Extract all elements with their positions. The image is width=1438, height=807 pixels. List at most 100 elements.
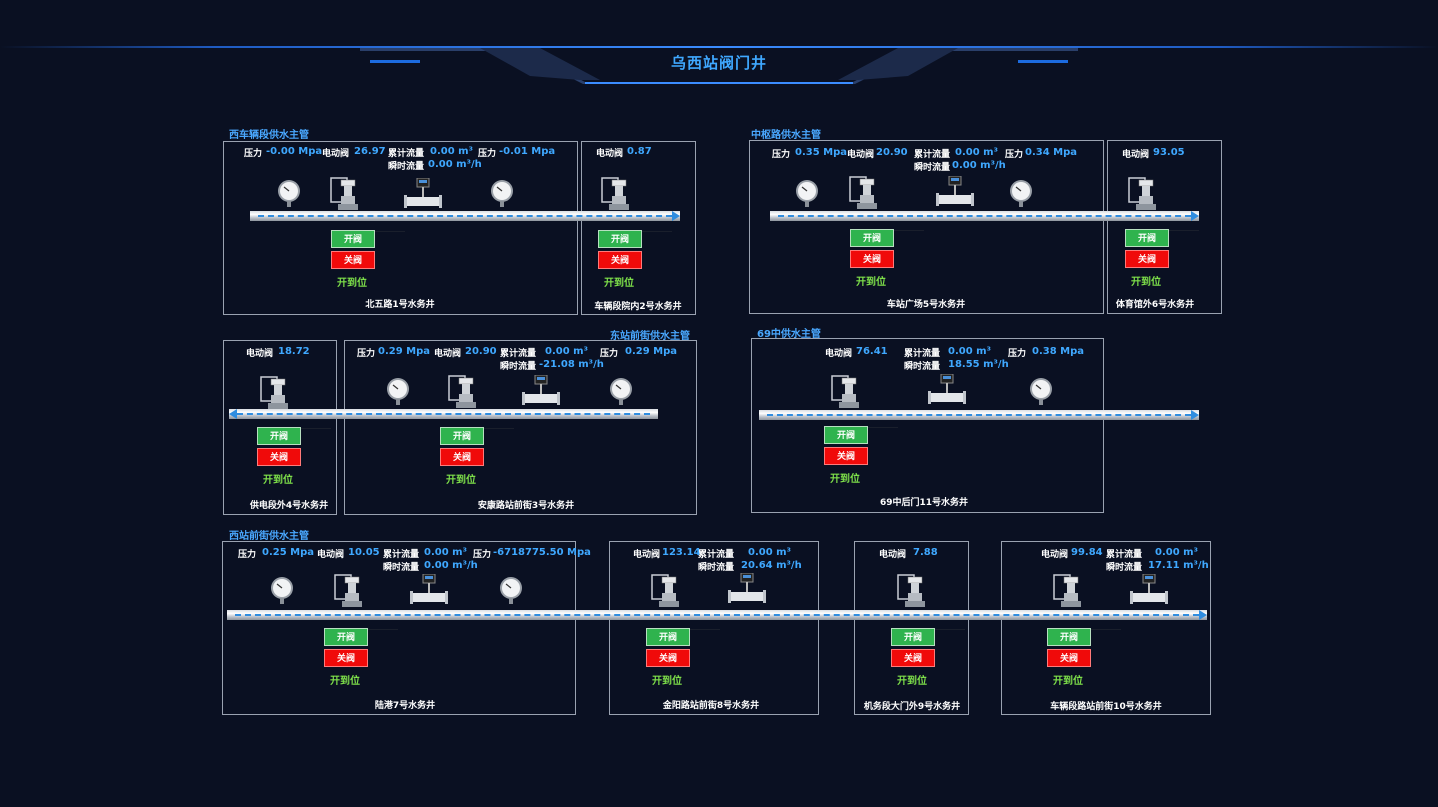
pressure-value: 0.38 Mpa [1032,346,1085,357]
total-flow-label: 累计流量 [383,550,420,560]
connector-line [301,428,331,429]
open-valve-button[interactable]: 开阀 [598,230,642,248]
pressure-label: 压力 [244,149,263,159]
pressure-value: 0.25 Mpa [262,547,315,558]
close-valve-button[interactable]: 关阀 [1125,250,1169,268]
total-flow-value: 0.00 m³ [545,346,588,357]
instant-flow-value: 0.00 m³/h [424,560,478,571]
valve-value: 76.41 [856,346,888,357]
valve-value: 123.14 [662,547,701,558]
total-flow-value: 0.00 m³ [748,547,791,558]
well-panel [223,340,337,515]
instant-flow-value: 0.00 m³/h [428,159,482,170]
header-frame [0,46,1438,84]
total-flow-label: 累计流量 [904,349,941,359]
well-name: 机务段大门外9号水务井 [863,702,961,712]
well-panel [749,140,1104,314]
pressure-value: -0.00 Mpa [266,146,323,157]
electric-valve-icon [896,573,932,609]
instant-flow-label: 瞬时流量 [904,362,941,372]
open-valve-button[interactable]: 开阀 [646,628,690,646]
water-pipe [229,409,658,419]
flow-direction-line [778,215,1191,217]
electric-valve-icon [1127,176,1163,212]
well-name: 北五路1号水务井 [365,300,435,310]
flow-direction-line [258,215,672,217]
flow-meter-icon [409,573,449,610]
electric-valve-icon [600,176,636,212]
close-valve-button[interactable]: 关阀 [331,251,375,269]
pressure-gauge-icon [609,377,633,405]
valve-value: 18.72 [278,346,310,357]
valve-status: 开到位 [337,278,367,289]
open-valve-button[interactable]: 开阀 [850,229,894,247]
water-pipe [770,211,1199,221]
total-flow-label: 累计流量 [698,550,735,560]
valve-label: 电动阀 [322,149,350,159]
valve-status: 开到位 [652,676,682,687]
close-valve-button[interactable]: 关阀 [440,448,484,466]
close-valve-button[interactable]: 关阀 [850,250,894,268]
electric-valve-icon [333,573,369,609]
pressure-value: 0.34 Mpa [1025,147,1078,158]
pressure-label: 压力 [478,149,497,159]
page-title: 乌西站阀门井 [670,54,767,72]
valve-value: 93.05 [1153,147,1185,158]
close-valve-button[interactable]: 关阀 [1047,649,1091,667]
valve-label: 电动阀 [434,349,462,359]
well-panel [344,340,697,515]
valve-label: 电动阀 [633,550,661,560]
electric-valve-icon [650,573,686,609]
close-valve-button[interactable]: 关阀 [824,447,868,465]
instant-flow-label: 瞬时流量 [914,163,951,173]
pipe-title: 中枢路供水主管 [751,130,821,141]
well-name: 体育馆外6号水务井 [1115,300,1195,310]
open-valve-button[interactable]: 开阀 [257,427,301,445]
instant-flow-value: 17.11 m³/h [1148,560,1209,571]
connector-line [690,629,720,630]
water-pipe [227,610,1207,620]
total-flow-label: 累计流量 [388,149,425,159]
open-valve-button[interactable]: 开阀 [324,628,368,646]
pressure-value: 0.35 Mpa [795,147,848,158]
open-valve-button[interactable]: 开阀 [1047,628,1091,646]
flow-direction-line [237,413,650,415]
electric-valve-icon [329,176,365,212]
pressure-label: 压力 [1008,349,1027,359]
total-flow-label: 累计流量 [500,349,537,359]
instant-flow-value: 0.00 m³/h [952,160,1006,171]
pressure-label: 压力 [473,550,492,560]
pipe-title: 69中供水主管 [757,329,821,340]
open-valve-button[interactable]: 开阀 [1125,229,1169,247]
close-valve-button[interactable]: 关阀 [646,649,690,667]
close-valve-button[interactable]: 关阀 [891,649,935,667]
open-valve-button[interactable]: 开阀 [331,230,375,248]
flow-arrow-icon [1191,410,1199,420]
pressure-label: 压力 [600,349,619,359]
connector-line [894,230,924,231]
pipe-title: 东站前街供水主管 [610,331,690,342]
flow-arrow-icon [229,409,237,419]
connector-line [642,231,672,232]
water-pipe [250,211,680,221]
open-valve-button[interactable]: 开阀 [891,628,935,646]
pressure-gauge-icon [1029,377,1053,405]
close-valve-button[interactable]: 关阀 [598,251,642,269]
total-flow-value: 0.00 m³ [1155,547,1198,558]
valve-status: 开到位 [1053,676,1083,687]
open-valve-button[interactable]: 开阀 [440,427,484,445]
pressure-label: 压力 [357,349,376,359]
well-panel [1107,140,1222,314]
valve-label: 电动阀 [317,550,345,560]
pressure-gauge-icon [270,576,294,604]
well-panel [222,541,576,715]
close-valve-button[interactable]: 关阀 [324,649,368,667]
open-valve-button[interactable]: 开阀 [824,426,868,444]
valve-label: 电动阀 [825,349,853,359]
connector-line [368,629,398,630]
connector-line [1091,629,1121,630]
instant-flow-value: -21.08 m³/h [539,359,604,370]
close-valve-button[interactable]: 关阀 [257,448,301,466]
well-panel [751,338,1104,513]
valve-label: 电动阀 [596,149,624,159]
